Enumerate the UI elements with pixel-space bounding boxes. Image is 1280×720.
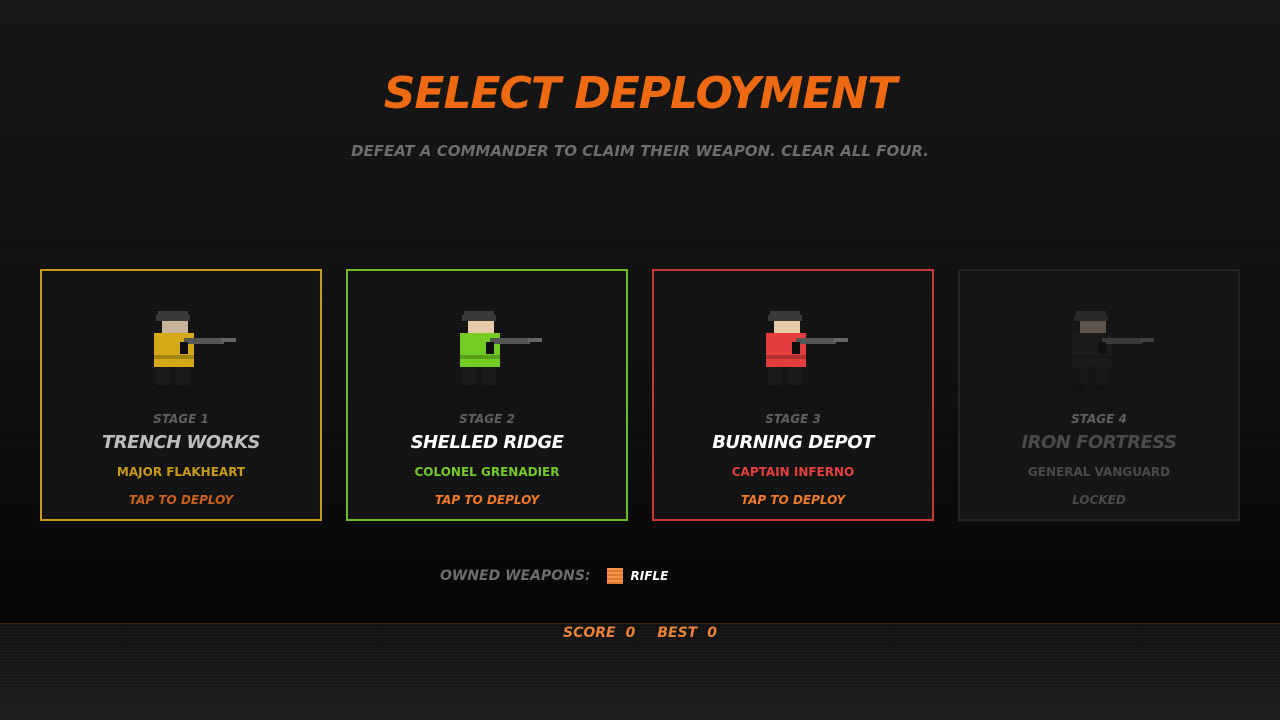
soldier-helmet-top: [770, 311, 800, 315]
soldier-boot-left: [462, 385, 472, 391]
stage-name: IRON FORTRESS: [1021, 432, 1177, 453]
soldier-helmet-top: [1076, 311, 1106, 315]
owned-weapons-label: OWNED WEAPONS:: [440, 568, 591, 584]
soldier-gun-barrel: [528, 338, 542, 342]
soldier-torso-stripe: [1072, 355, 1112, 359]
soldier-boot-right: [1096, 385, 1106, 391]
stage-number-label: STAGE 3: [765, 412, 821, 426]
stage-number-label: STAGE 4: [1071, 412, 1127, 426]
commander-name: CAPTAIN INFERNO: [731, 465, 855, 479]
soldier-helmet-top: [158, 311, 188, 315]
soldier-leg-left: [462, 367, 476, 385]
soldier-leg-left: [768, 367, 782, 385]
soldier-gun-grip: [792, 342, 800, 354]
stage-card-shelled-ridge[interactable]: STAGE 2 SHELLED RIDGE COLONEL GRENADIER …: [346, 269, 628, 521]
soldier-boot-left: [768, 385, 778, 391]
soldier-torso-stripe: [154, 355, 194, 359]
stage-name: BURNING DEPOT: [712, 432, 874, 453]
commander-name: COLONEL GRENADIER: [414, 465, 560, 479]
score-label: SCORE: [563, 625, 616, 641]
stage-card-iron-fortress: STAGE 4 IRON FORTRESS GENERAL VANGUARD L…: [958, 269, 1240, 521]
soldier-boot-left: [156, 385, 166, 391]
soldier-leg-right: [176, 367, 190, 385]
soldier-helmet-brim: [768, 315, 802, 321]
soldier-gun-grip: [1098, 342, 1106, 354]
best-value: 0: [707, 625, 717, 641]
soldier-gun-body: [184, 338, 224, 344]
soldier-gun-grip: [486, 342, 494, 354]
commander-name: MAJOR FLAKHEART: [116, 465, 246, 479]
stage-number-label: STAGE 1: [153, 412, 209, 426]
score-value: 0: [625, 625, 636, 641]
soldier-gun-body: [490, 338, 530, 344]
soldier-gun-barrel: [834, 338, 848, 342]
score-row: SCORE 0 BEST 0: [0, 625, 1280, 641]
soldier-sprite-icon: [766, 311, 848, 395]
soldier-gun-barrel: [1140, 338, 1154, 342]
soldier-sprite-icon: [154, 311, 236, 395]
best-label: BEST: [657, 625, 698, 641]
soldier-leg-left: [1074, 367, 1088, 385]
commander-name: GENERAL VANGUARD: [1027, 465, 1171, 479]
soldier-boot-left: [1074, 385, 1084, 391]
rifle-icon[interactable]: [606, 568, 623, 584]
deploy-button[interactable]: TAP TO DEPLOY: [740, 493, 846, 507]
bottom-bar: [0, 623, 1280, 720]
soldier-boot-right: [178, 385, 188, 391]
soldier-sprite-icon: [460, 311, 542, 395]
soldier-gun-body: [1102, 338, 1142, 344]
stage-card-burning-depot[interactable]: STAGE 3 BURNING DEPOT CAPTAIN INFERNO TA…: [652, 269, 934, 521]
soldier-gun-body: [796, 338, 836, 344]
deploy-button[interactable]: TAP TO DEPLOY: [128, 493, 234, 507]
soldier-torso-stripe: [460, 355, 500, 359]
soldier-face: [774, 321, 800, 333]
page-subtitle: DEFEAT A COMMANDER TO CLAIM THEIR WEAPON…: [351, 142, 929, 160]
deploy-button[interactable]: TAP TO DEPLOY: [434, 493, 540, 507]
stage-name: SHELLED RIDGE: [410, 432, 564, 453]
soldier-helmet-brim: [462, 315, 496, 321]
soldier-gun-barrel: [222, 338, 236, 342]
soldier-boot-right: [484, 385, 494, 391]
stage-name: TRENCH WORKS: [102, 432, 260, 453]
soldier-face: [162, 321, 188, 333]
stage-number-label: STAGE 2: [459, 412, 515, 426]
soldier-leg-right: [482, 367, 496, 385]
soldier-face: [468, 321, 494, 333]
stage-card-trench-works[interactable]: STAGE 1 TRENCH WORKS MAJOR FLAKHEART TAP…: [40, 269, 322, 521]
page-title: SELECT DEPLOYMENT: [383, 68, 898, 119]
owned-weapons-row: OWNED WEAPONS: RIFLE: [440, 566, 668, 586]
soldier-leg-right: [1094, 367, 1108, 385]
weapon-rifle[interactable]: RIFLE: [630, 569, 669, 583]
soldier-torso-stripe: [766, 355, 806, 359]
soldier-leg-left: [156, 367, 170, 385]
soldier-helmet-brim: [156, 315, 190, 321]
soldier-helmet-top: [464, 311, 494, 315]
soldier-boot-right: [790, 385, 800, 391]
soldier-face: [1080, 321, 1106, 333]
locked-status-label: LOCKED: [1072, 493, 1126, 507]
soldier-gun-grip: [180, 342, 188, 354]
soldier-leg-right: [788, 367, 802, 385]
soldier-sprite-icon: [1072, 311, 1154, 395]
soldier-helmet-brim: [1074, 315, 1108, 321]
